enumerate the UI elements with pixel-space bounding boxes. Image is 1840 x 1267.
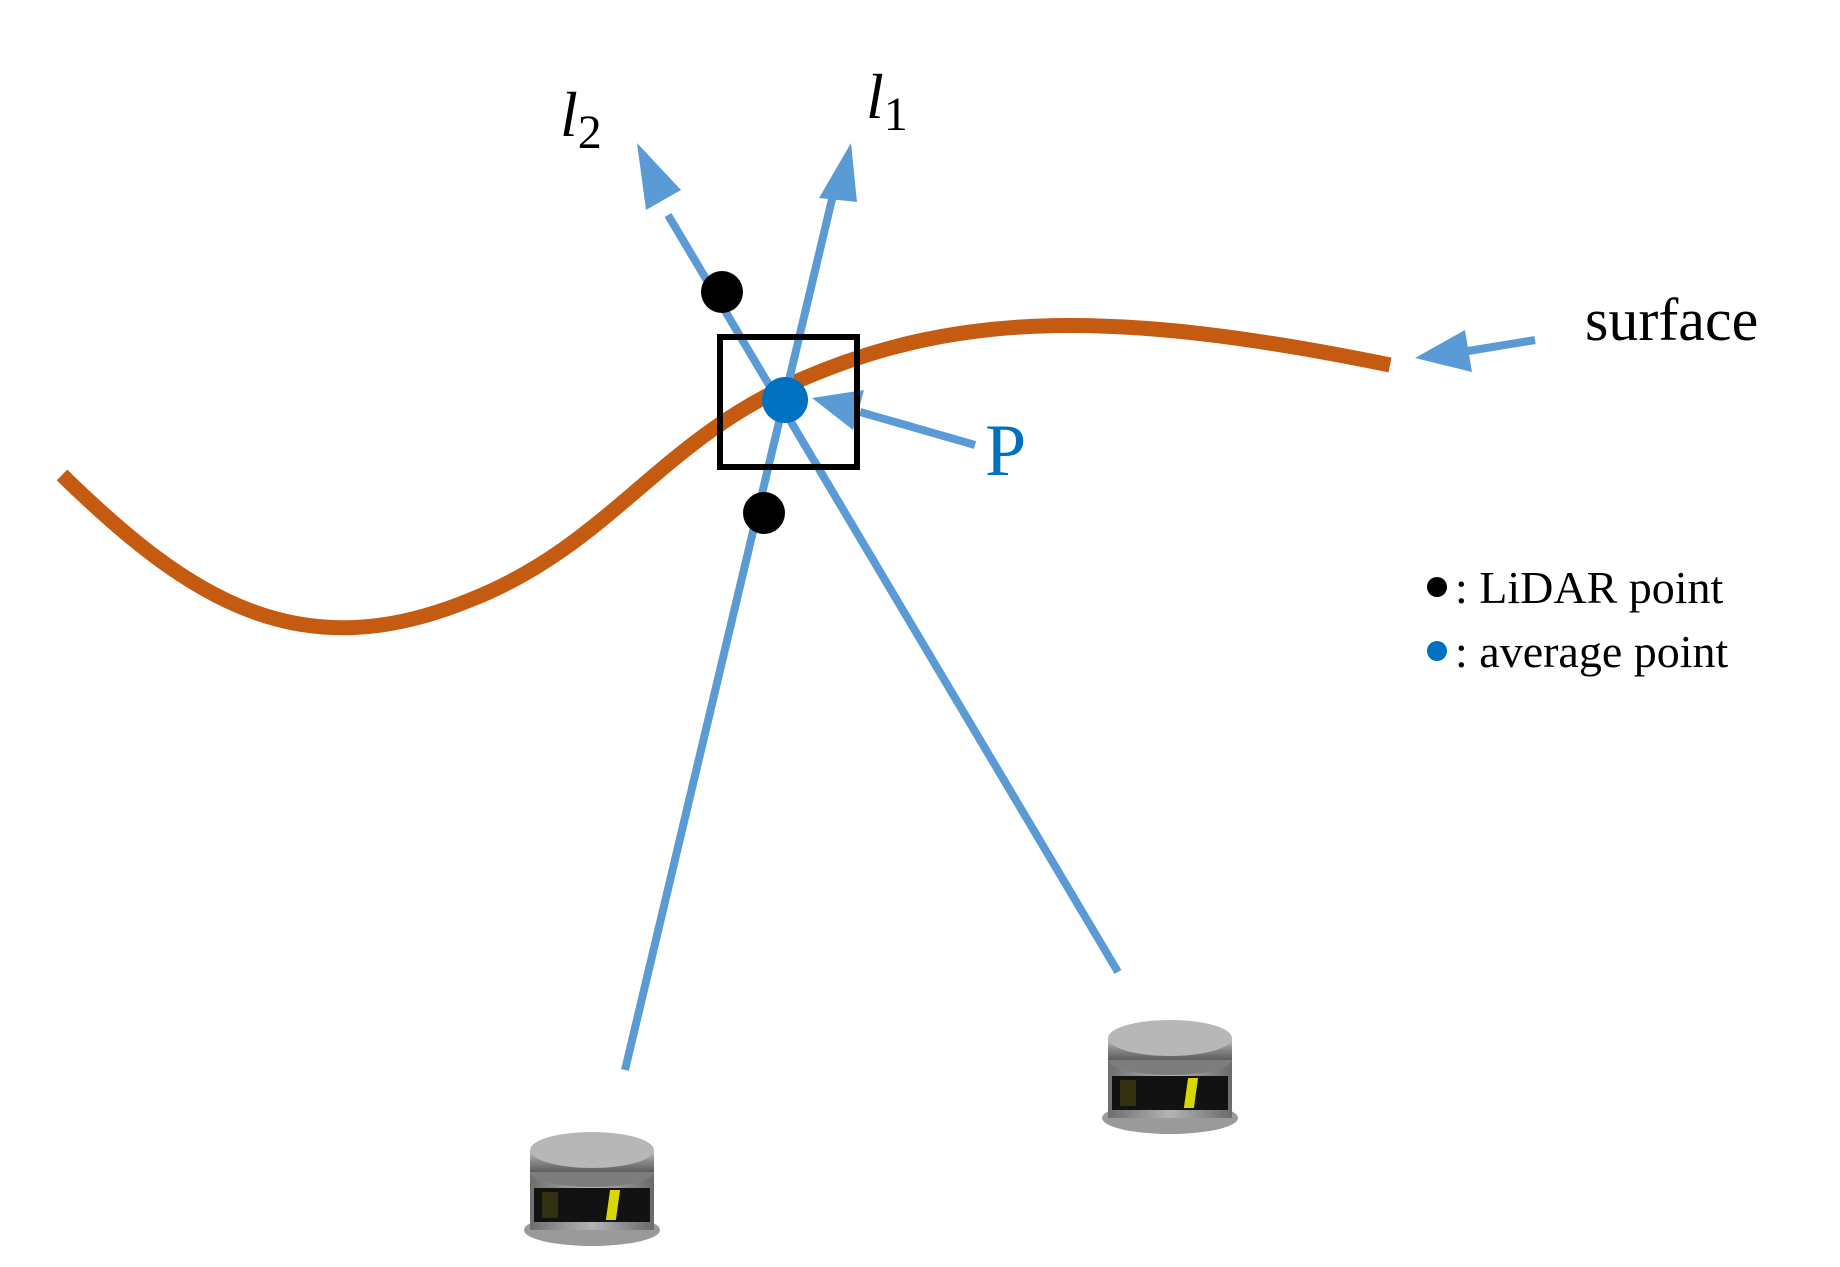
lidar-sensor-icon (524, 1132, 660, 1246)
average-point (762, 377, 808, 423)
ray-l1-label: l1 (866, 61, 908, 141)
ray-l1 (621, 143, 857, 1071)
ray-l2-subscript: 2 (578, 106, 602, 159)
legend-item-lidar: : LiDAR point (1427, 562, 1724, 613)
ray-l2 (637, 143, 1122, 975)
ray-l1-subscript: 1 (884, 88, 908, 141)
ray-l2-label: l2 (560, 79, 602, 159)
legend-item-average: : average point (1427, 626, 1729, 677)
surface-curve (56, 317, 1392, 636)
legend-lidar-label: : LiDAR point (1455, 562, 1724, 613)
lidar-point-lower (743, 492, 785, 534)
legend-average-swatch (1427, 641, 1447, 661)
p-label: P (985, 410, 1026, 492)
lidar-sensor-icon (1102, 1020, 1238, 1134)
lidar-point-upper (701, 271, 743, 313)
legend-average-label: : average point (1455, 626, 1729, 677)
ray-l2-arrowhead (637, 143, 681, 210)
legend: : LiDAR point : average point (1427, 562, 1729, 677)
legend-lidar-swatch (1427, 577, 1447, 597)
surface-pointer-arrow (1415, 330, 1536, 372)
surface-label: surface (1585, 287, 1758, 353)
voxel-box (717, 334, 860, 470)
p-pointer-arrow (812, 390, 977, 449)
ray-l1-arrowhead (819, 143, 857, 202)
